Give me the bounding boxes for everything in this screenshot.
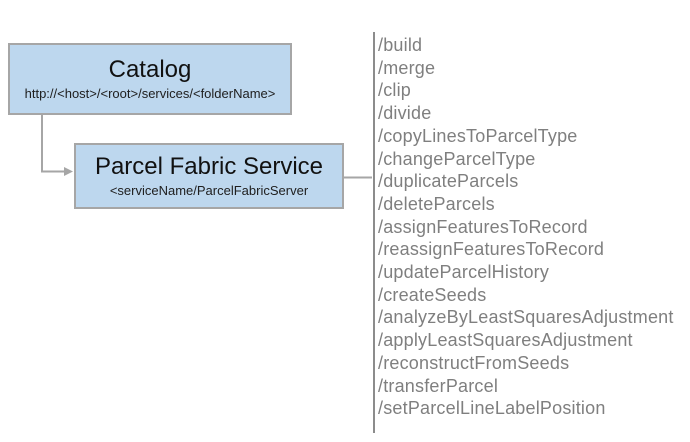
endpoint-item: /analyzeByLeastSquaresAdjustment [378, 307, 674, 328]
endpoint-list: /build/merge/clip/divide/copyLinesToParc… [378, 34, 674, 420]
connector-arrowhead-icon [64, 167, 73, 176]
endpoint-item: /createSeeds [378, 284, 487, 305]
endpoint-item: /copyLinesToParcelType [378, 125, 578, 146]
endpoint-item: /changeParcelType [378, 148, 536, 169]
parcel-fabric-service-node: Parcel Fabric Service <serviceName/Parce… [74, 143, 344, 209]
service-title: Parcel Fabric Service [94, 152, 324, 180]
catalog-title: Catalog [108, 55, 192, 83]
catalog-url-pattern: http://<host>/<root>/services/<folderNam… [24, 86, 276, 102]
endpoint-item: /applyLeastSquaresAdjustment [378, 330, 633, 351]
endpoint-item: /assignFeaturesToRecord [378, 216, 588, 237]
endpoint-item: /updateParcelHistory [378, 262, 550, 283]
catalog-node: Catalog http://<host>/<root>/services/<f… [8, 43, 292, 115]
endpoint-item: /divide [378, 103, 432, 124]
service-url-pattern: <serviceName/ParcelFabricServer [109, 183, 309, 199]
endpoint-item: /setParcelLineLabelPosition [378, 398, 606, 419]
endpoint-item: /duplicateParcels [378, 171, 519, 192]
endpoint-item: /clip [378, 80, 412, 101]
endpoint-item: /merge [378, 57, 436, 78]
catalog-to-service-connector [41, 115, 65, 173]
endpoint-item: /deleteParcels [378, 193, 495, 214]
endpoint-item: /transferParcel [378, 375, 499, 396]
endpoint-item: /reconstructFromSeeds [378, 352, 570, 373]
endpoint-item: /build [378, 35, 423, 55]
endpoint-item: /reassignFeaturesToRecord [378, 239, 605, 260]
